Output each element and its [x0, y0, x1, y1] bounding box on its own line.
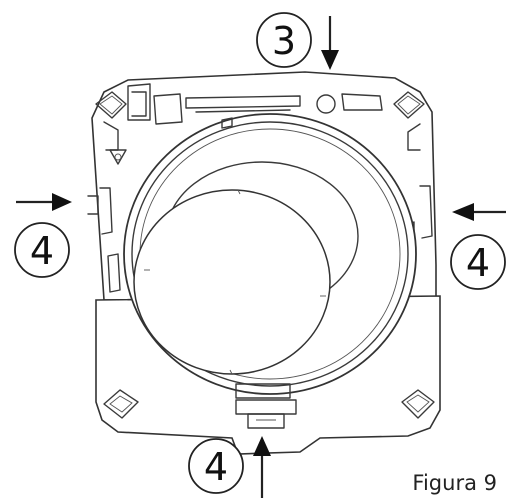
figure-caption: Figura 9 — [412, 471, 497, 495]
callout-left: 4 — [14, 193, 72, 278]
bottom-connector — [235, 399, 297, 429]
arrow-up-icon — [253, 436, 271, 498]
arrow-left-icon — [452, 203, 506, 221]
callout-top: 3 — [256, 12, 339, 70]
fan-disc — [133, 161, 359, 375]
callout-left-number: 4 — [30, 229, 54, 273]
corner-slot-bottom-right — [401, 389, 435, 419]
callout-bottom: 4 — [188, 436, 271, 498]
corner-slot-top-right — [393, 91, 425, 151]
callout-bottom-number: 4 — [204, 445, 228, 489]
callout-right-number: 4 — [466, 241, 490, 285]
callout-right: 4 — [450, 203, 506, 290]
callout-top-number: 3 — [272, 19, 296, 63]
arrow-right-icon — [16, 193, 72, 211]
corner-slot-bottom-left — [103, 389, 139, 419]
voltage-label-icon — [109, 149, 127, 165]
arrow-down-icon — [321, 16, 339, 70]
